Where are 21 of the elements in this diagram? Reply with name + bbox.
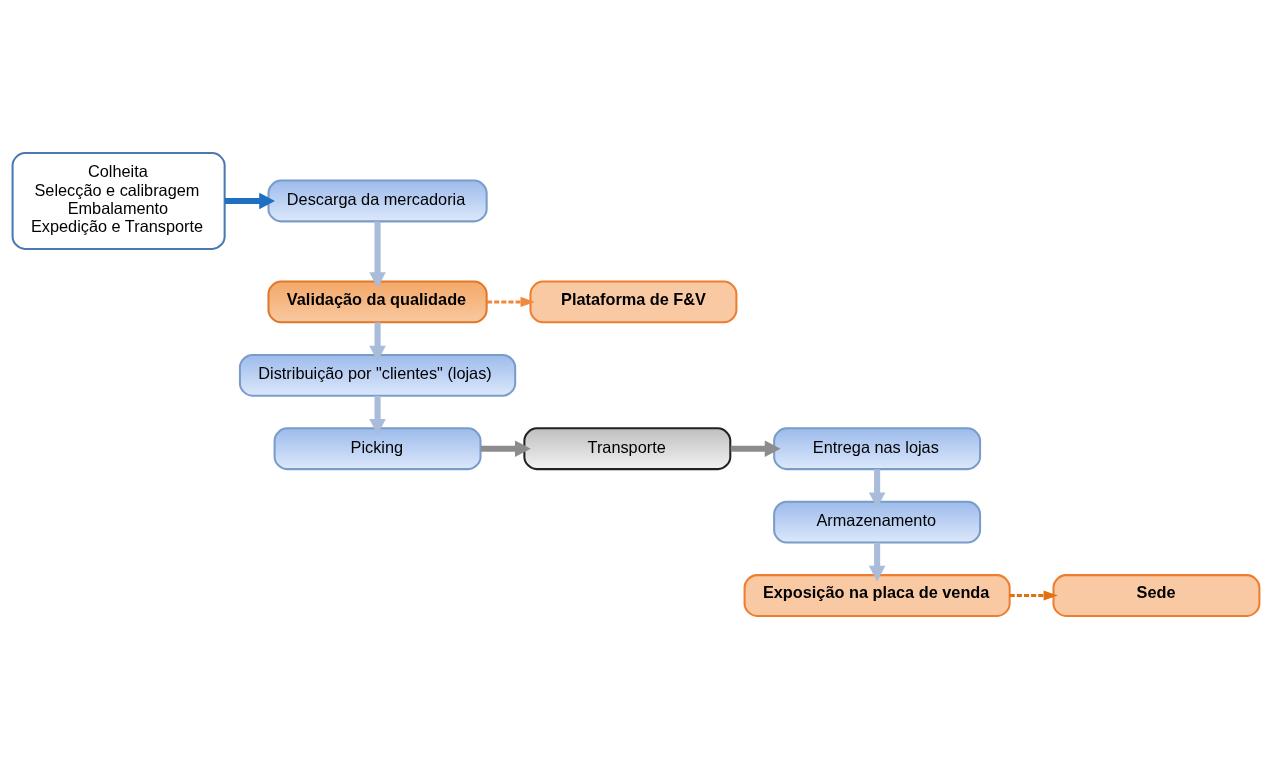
node-box: Colheita Selecção e calibragem Embalamento Expedição e Transporte xyxy=(11,152,226,250)
node-box: Descarga da mercadoria xyxy=(267,179,488,223)
node-box: Transporte xyxy=(523,427,732,471)
node-box: Entrega nas lojas xyxy=(773,427,982,471)
arrow xyxy=(1009,590,1058,601)
node-box: Validação da qualidade xyxy=(267,280,488,324)
arrow xyxy=(369,221,386,288)
arrow xyxy=(369,322,386,362)
arrow xyxy=(487,296,535,307)
arrow xyxy=(730,440,781,457)
arrow xyxy=(481,440,531,457)
node-box: Sede xyxy=(1052,574,1261,617)
node-box: Picking xyxy=(273,427,482,471)
node-box: Armazenamento xyxy=(773,500,982,544)
node-box: Distribuição por "clientes" (lojas) xyxy=(238,353,517,397)
arrow xyxy=(868,542,886,582)
arrow xyxy=(224,192,275,210)
arrow xyxy=(868,469,886,509)
node-box: Exposição na placa de venda xyxy=(743,574,1011,617)
node-box: Plataforma de F&V xyxy=(529,280,738,324)
arrow xyxy=(369,395,386,435)
